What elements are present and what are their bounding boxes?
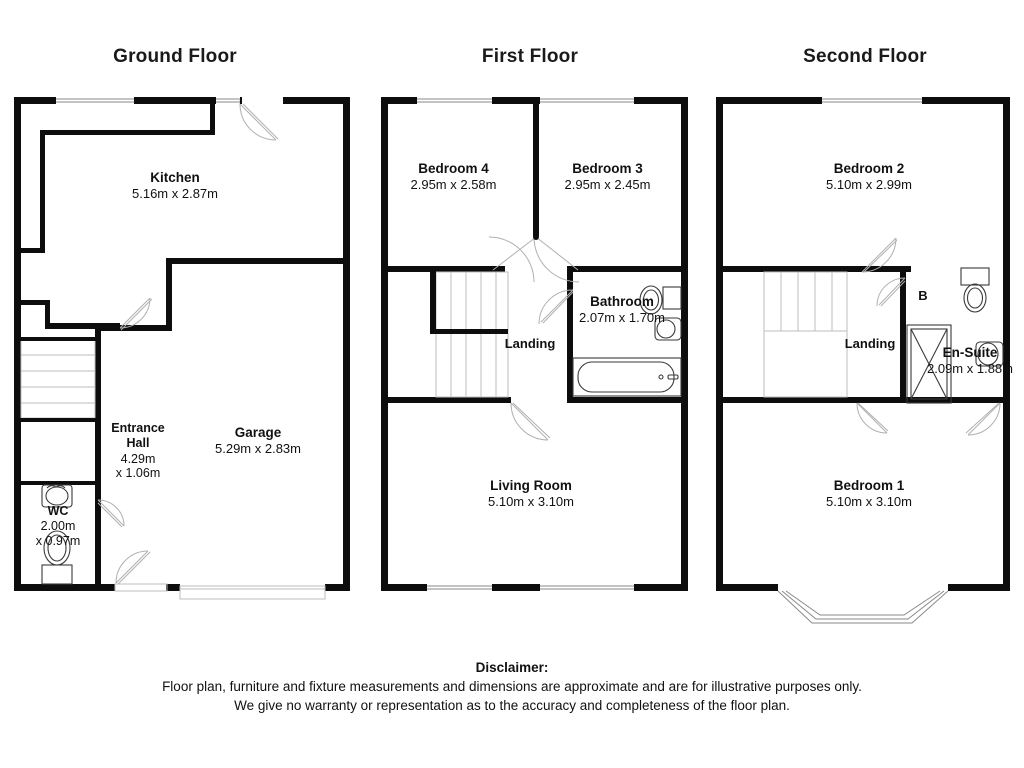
room-dims-bedroom-3: 2.95m x 2.45m: [564, 177, 651, 193]
room-name-wc: WC: [47, 504, 69, 518]
room-name-kitchen: Kitchen: [150, 170, 200, 185]
second-floor-plan: [716, 97, 1010, 624]
room-dims-bedroom-2: 5.10m x 2.99m: [826, 177, 912, 193]
room-label-bedroom-3: Bedroom 3 2.95m x 2.45m: [535, 161, 680, 193]
room-dims-wc-line2: x 0.97m: [35, 534, 81, 548]
bathroom-bath-icon: [572, 357, 682, 397]
room-name-bathroom: Bathroom: [590, 294, 654, 309]
room-name-living-room: Living Room: [490, 478, 572, 493]
disclaimer-title: Disclaimer:: [475, 660, 549, 675]
bathroom-toilet-icon: [639, 285, 682, 315]
room-dims-entrance-hall-line1: 4.29m: [120, 451, 156, 466]
bathroom-basin-icon: [654, 317, 682, 341]
room-name-ensuite: En-Suite: [942, 345, 998, 360]
room-dims-wc-line1: 2.00m: [40, 519, 76, 534]
room-dims-bedroom-4: 2.95m x 2.58m: [410, 177, 497, 193]
disclaimer-line-1: Floor plan, furniture and fixture measur…: [162, 679, 862, 694]
room-label-cupboard-b: B: [918, 288, 928, 303]
room-label-kitchen: Kitchen 5.16m x 2.87m: [80, 170, 270, 202]
ground-floor-plan: [14, 97, 350, 600]
room-name-bedroom-3: Bedroom 3: [572, 161, 643, 176]
room-label-wc: WC 2.00m x 0.97m: [21, 504, 95, 549]
ensuite-toilet-icon: [960, 267, 990, 313]
room-label-landing-first: Landing: [504, 336, 556, 351]
room-label-living-room: Living Room 5.10m x 3.10m: [452, 478, 610, 510]
room-dims-living-room: 5.10m x 3.10m: [488, 494, 574, 510]
wc-toilet-icon: [41, 530, 73, 585]
disclaimer-line-2: We give no warranty or representation as…: [234, 698, 790, 714]
room-name-bedroom-4: Bedroom 4: [418, 161, 489, 176]
room-label-bedroom-1: Bedroom 1 5.10m x 3.10m: [790, 478, 948, 510]
room-label-bedroom-4: Bedroom 4 2.95m x 2.58m: [382, 161, 525, 193]
floor-title-first: First Floor: [481, 46, 579, 67]
ensuite-shower-icon: [906, 324, 952, 404]
room-label-garage: Garage 5.29m x 2.83m: [173, 425, 343, 457]
room-name-bedroom-1: Bedroom 1: [833, 478, 905, 493]
floor-title-ground: Ground Floor: [113, 46, 237, 67]
room-label-bedroom-2: Bedroom 2 5.10m x 2.99m: [785, 161, 953, 193]
room-label-ensuite: En-Suite 2.09m x 1.88m: [905, 345, 1024, 377]
room-label-landing-second: Landing: [844, 336, 896, 351]
room-name-entrance-hall-line1: Entrance: [111, 421, 165, 435]
room-dims-bedroom-1: 5.10m x 3.10m: [826, 494, 912, 510]
room-name-entrance-hall-line2: Hall: [126, 436, 150, 451]
room-label-entrance-hall: Entrance Hall 4.29m x 1.06m: [101, 421, 175, 481]
disclaimer-block: Disclaimer: Floor plan, furniture and fi…: [0, 660, 1024, 715]
room-dims-entrance-hall-line2: x 1.06m: [115, 466, 161, 481]
room-label-bathroom: Bathroom 2.07m x 1.70m: [556, 294, 688, 326]
room-dims-garage: 5.29m x 2.83m: [215, 441, 301, 457]
room-dims-kitchen: 5.16m x 2.87m: [132, 186, 218, 202]
room-dims-bathroom: 2.07m x 1.70m: [579, 310, 665, 326]
first-floor-plan: [381, 97, 688, 591]
room-dims-ensuite: 2.09m x 1.88m: [927, 361, 1013, 377]
ensuite-basin-icon: [975, 341, 1004, 367]
wc-basin-icon: [41, 484, 73, 508]
room-name-bedroom-2: Bedroom 2: [833, 161, 905, 176]
room-name-garage: Garage: [234, 425, 282, 440]
floor-title-second: Second Floor: [803, 46, 927, 67]
